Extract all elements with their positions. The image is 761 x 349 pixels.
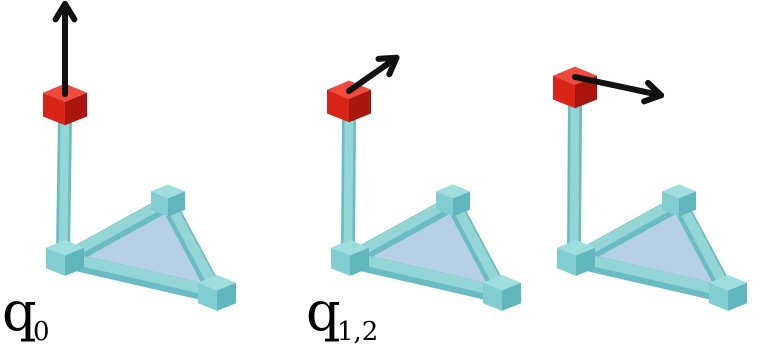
label-q12: q 1,2 [306, 280, 378, 347]
force-arrow-icon [346, 54, 400, 94]
end-effector-block [327, 80, 371, 123]
corner-cube-front-right [483, 274, 521, 311]
panel-3 [553, 66, 747, 311]
label-q0: q 0 [2, 280, 50, 347]
vertical-strut [341, 108, 356, 259]
base-strut-front [56, 251, 226, 304]
panel-2 [327, 54, 521, 311]
corner-cube-front-left [46, 239, 84, 276]
base-strut-front [341, 251, 511, 304]
force-arrow-icon [572, 74, 665, 105]
corner-cube-front-left [331, 239, 369, 276]
label-q12-main: q [306, 280, 341, 343]
vertical-strut [567, 94, 582, 259]
label-q0-main: q [2, 280, 37, 343]
corner-cube-front-right [198, 274, 236, 311]
vertical-strut [56, 111, 72, 259]
corner-cube-back [151, 184, 185, 217]
label-q12-sub: 1,2 [337, 317, 378, 347]
label-q0-sub: 0 [33, 317, 50, 347]
end-effector-block [43, 83, 87, 126]
base-strut-front [567, 251, 737, 304]
force-arrow-icon [52, 1, 78, 97]
corner-cube-front-left [557, 239, 595, 276]
corner-cube-back [436, 184, 470, 217]
panel-1 [43, 1, 236, 311]
corner-cube-front-right [709, 274, 747, 311]
corner-cube-back [662, 184, 696, 217]
end-effector-block [553, 66, 597, 109]
